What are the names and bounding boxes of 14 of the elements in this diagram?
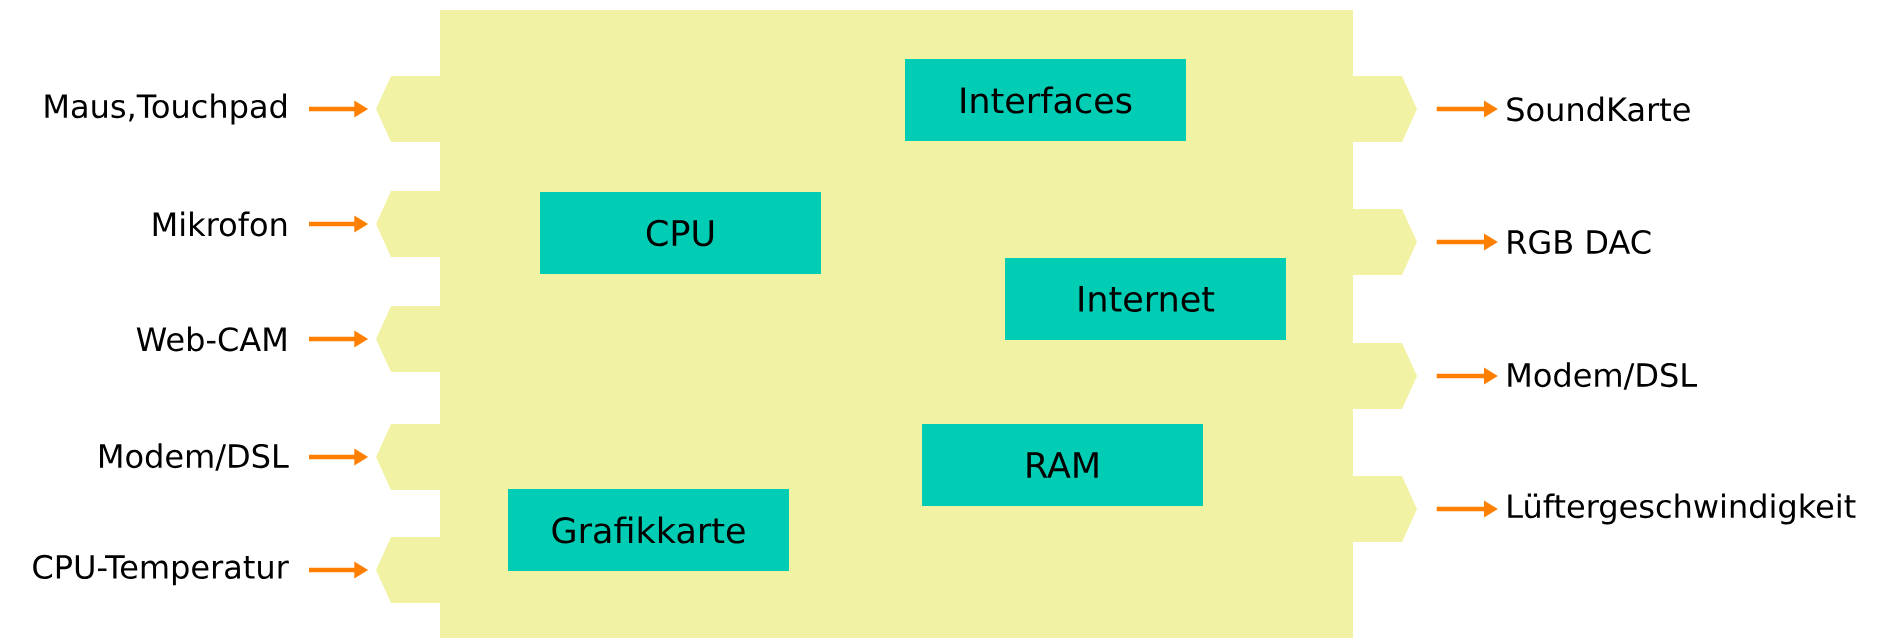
device-label: CPU-Temperatur <box>33 554 289 586</box>
device-label: Mikrofon <box>153 211 287 237</box>
device-label: Modem/DSL <box>1508 362 1697 390</box>
component-box: Interfaces <box>905 59 1186 141</box>
device-label: Modem/DSL <box>100 443 289 471</box>
device-label: RGB DAC <box>1508 229 1651 255</box>
device-label: Web-CAM <box>136 326 286 352</box>
component-box: Internet <box>1005 258 1286 340</box>
device-label: Maus,Touchpad <box>45 93 286 125</box>
device-label: SoundKarte <box>1507 96 1690 122</box>
component-box: CPU <box>540 192 821 274</box>
component-box: RAM <box>922 424 1203 506</box>
device-label: Lüftergeschwindigkeit <box>1508 493 1856 525</box>
component-box: Grafikkarte <box>508 489 789 571</box>
